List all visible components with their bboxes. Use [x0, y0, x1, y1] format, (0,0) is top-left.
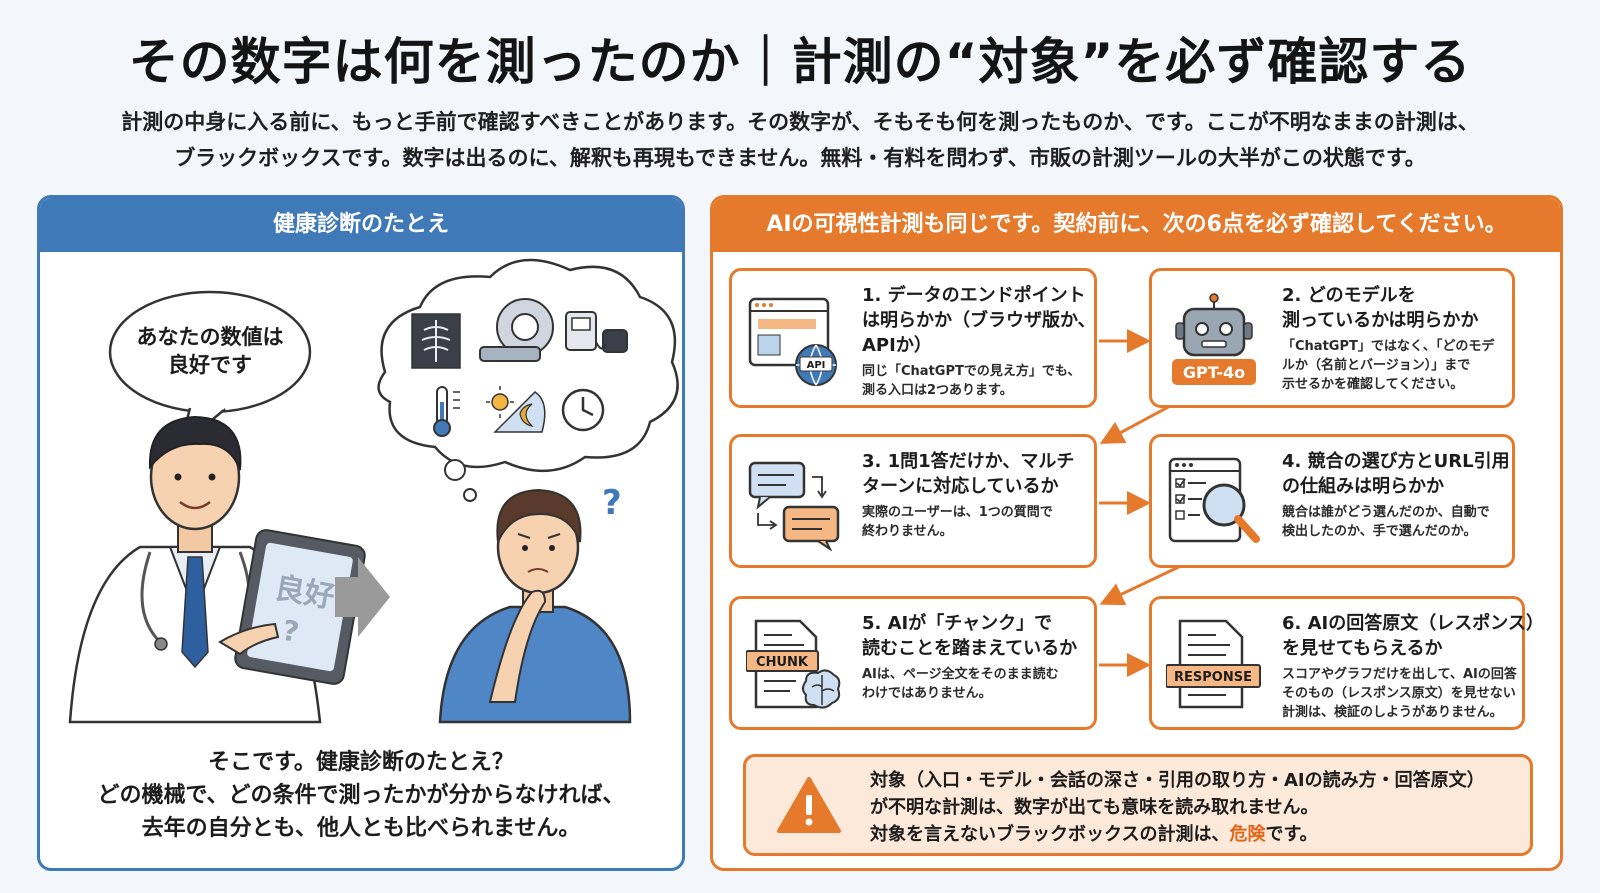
card-2-desc-line-3: 示せるかを確認してください。	[1282, 377, 1464, 392]
response-label: RESPONSE	[1174, 670, 1252, 685]
ai-visibility-checklist-panel: AIの可視性計測も同じです。契約前に、次の6点を必ず確認してください。 API	[710, 195, 1563, 871]
chunk-brain-icon: CHUNK	[746, 619, 841, 709]
xray-icon	[411, 313, 461, 369]
card-2-title-line-1: 2. どのモデルを	[1282, 285, 1416, 306]
card-5-title-line-1: 5. AIが「チャンク」で	[862, 613, 1053, 634]
checklist-magnifier-icon	[1168, 457, 1260, 543]
card-2-desc-line-2: ルか（名前とバージョン）」まで	[1282, 358, 1471, 373]
card-2-title: 2. どのモデルを 測っているかは明らかか	[1282, 283, 1502, 333]
card-4-title-line-1: 4. 競合の選び方とURL引用	[1282, 451, 1510, 472]
gpt-4o-label: GPT-4o	[1183, 363, 1245, 382]
warning-icon	[777, 777, 841, 833]
warning-line-3: 対象を言えないブラックボックスの計測は、危険です。	[870, 821, 1485, 848]
card-5-desc-line-2: わけではありません。	[862, 686, 992, 701]
card-3-title-line-2: ターンに対応しているか	[862, 476, 1059, 497]
card-2-title-line-2: 測っているかは明らかか	[1282, 310, 1479, 331]
checklist-card-1: API 1. データのエンドポイント は明らかか（ブラウザ版か、 APIか） 同…	[729, 268, 1097, 408]
card-4-desc: 競合は誰がどう選んだのか、自動で 検出したのか、手で選んだのか。	[1282, 503, 1502, 541]
card-3-desc-line-1: 実際のユーザーは、1つの質問で	[862, 505, 1053, 520]
health-checkup-panel: 健康診断のたとえ あなたの数値は 良好です	[37, 195, 685, 871]
card-6-title: 6. AIの回答原文（レスポンス） を見せてもらえるか	[1282, 611, 1544, 661]
card-3-desc: 実際のユーザーは、1つの質問で 終わりません。	[862, 503, 1084, 541]
card-6-title-line-2: を見せてもらえるか	[1282, 638, 1443, 659]
intro-text: 計測の中身に入る前に、もっと手前で確認すべきことがあります。その数字が、そもそも…	[0, 104, 1600, 176]
card-1-desc-line-2: 測る入口は2つあります。	[862, 383, 1013, 398]
card-6-desc-line-3: 計測は、検証のしようがありません。	[1282, 705, 1503, 720]
ct-scanner-icon	[479, 298, 554, 362]
card-6-desc-line-2: そのもの（レスポンス原文）を見せない	[1282, 686, 1516, 701]
blood-pressure-icon	[565, 311, 628, 353]
checklist-card-5: CHUNK 5. AIが「チャンク」で 読むことを踏まえているか AIは、ページ…	[729, 596, 1097, 730]
card-4-title-line-2: の仕組みは明らかか	[1282, 476, 1444, 497]
page-title: その数字は何を測ったのか｜計測の“対象”を必ず確認する	[128, 33, 1472, 91]
card-4-desc-line-1: 競合は誰がどう選んだのか、自動で	[1282, 505, 1490, 520]
intro-line-1: 計測の中身に入る前に、もっと手前で確認すべきことがあります。その数字が、そもそも…	[121, 110, 1479, 134]
caption-line-3: 去年の自分とも、他人とも比べられません。	[141, 816, 581, 841]
checklist-heading: AIの可視性計測も同じです。契約前に、次の6点を必ず確認してください。	[713, 198, 1560, 252]
checklist-card-6: RESPONSE 6. AIの回答原文（レスポンス） を見せてもらえるか スコア…	[1149, 596, 1544, 730]
health-checkup-caption: そこです。健康診断のたとえ？ どの機械で、どの条件で測ったかが分からなければ、 …	[40, 746, 682, 845]
checklist-card-4: 4. 競合の選び方とURL引用 の仕組みは明らかか 競合は誰がどう選んだのか、自…	[1149, 434, 1515, 568]
card-1-desc-line-1: 同じ「ChatGPTでの見え方」でも、	[862, 364, 1081, 379]
checklist-card-2: GPT-4o 2. どのモデルを 測っているかは明らかか 「ChatGPT」では…	[1149, 268, 1515, 408]
warning-line-3-after: です。	[1265, 824, 1318, 845]
card-4-desc-line-2: 検出したのか、手で選んだのか。	[1282, 524, 1477, 539]
card-5-desc: AIは、ページ全文をそのまま読む わけではありません。	[862, 665, 1084, 703]
caption-line-2: どの機械で、どの条件で測ったかが分からなければ、	[97, 783, 625, 808]
arrow-4-to-5	[1099, 562, 1186, 606]
speech-line-1: あなたの数値は	[137, 325, 284, 349]
chat-bubbles-icon	[748, 461, 840, 551]
card-5-title-line-2: 読むことを踏まえているか	[862, 638, 1078, 659]
warning-line-3-before: 対象を言えないブラックボックスの計測は、	[870, 824, 1230, 845]
card-2-desc-line-1: 「ChatGPT」ではなく、「どのモデ	[1282, 339, 1495, 354]
health-checkup-illustration: あなたの数値は 良好です 良好 ?	[68, 258, 679, 724]
warning-text: 対象（入口・モデル・会話の深さ・引用の取り方・AIの読み方・回答原文） が不明な…	[870, 767, 1485, 848]
card-3-title-line-1: 3. 1問1答だけか、マルチ	[862, 451, 1075, 472]
card-6-desc-line-1: スコアやグラフだけを出して、AIの回答	[1282, 667, 1517, 682]
patient-question-mark: ?	[602, 483, 622, 523]
response-document-icon: RESPONSE	[1166, 619, 1261, 709]
warning-line-2: が不明な計測は、数字が出ても意味を読み取れません。	[870, 797, 1319, 818]
card-2-desc: 「ChatGPT」ではなく、「どのモデ ルか（名前とバージョン）」まで 示せるか…	[1282, 337, 1502, 394]
card-1-title: 1. データのエンドポイント は明らかか（ブラウザ版か、 APIか）	[862, 283, 1096, 358]
card-1-title-line-3: APIか）	[862, 335, 932, 356]
card-1-title-line-2: は明らかか（ブラウザ版か、	[862, 310, 1096, 331]
clock-icon	[561, 388, 605, 432]
day-night-icon	[486, 386, 546, 433]
intro-line-2: ブラックボックスです。数字は出るのに、解釈も再現もできません。無料・有料を問わず…	[174, 146, 1426, 170]
card-5-desc-line-1: AIは、ページ全文をそのまま読む	[862, 667, 1059, 682]
health-checkup-heading: 健康診断のたとえ	[40, 198, 682, 252]
card-1-title-line-1: 1. データのエンドポイント	[862, 285, 1086, 306]
warning-line-1: 対象（入口・モデル・会話の深さ・引用の取り方・AIの読み方・回答原文）	[870, 770, 1485, 791]
warning-box: 対象（入口・モデル・会話の深さ・引用の取り方・AIの読み方・回答原文） が不明な…	[743, 754, 1533, 856]
patient-figure	[438, 488, 632, 724]
tablet-question-mark: ?	[280, 614, 302, 649]
robot-icon: GPT-4o	[1172, 293, 1256, 385]
speech-line-2: 良好です	[168, 353, 252, 377]
thought-cloud	[377, 258, 679, 502]
caption-line-1: そこです。健康診断のたとえ？	[208, 750, 514, 775]
danger-highlight: 危険	[1229, 824, 1266, 845]
card-5-title: 5. AIが「チャンク」で 読むことを踏まえているか	[862, 611, 1084, 661]
browser-api-icon: API	[748, 297, 837, 386]
arrow-right-icon	[335, 557, 390, 637]
card-3-title: 3. 1問1答だけか、マルチ ターンに対応しているか	[862, 449, 1084, 499]
card-6-desc: スコアやグラフだけを出して、AIの回答 そのもの（レスポンス原文）を見せない 計…	[1282, 665, 1517, 722]
checklist-card-3: 3. 1問1答だけか、マルチ ターンに対応しているか 実際のユーザーは、1つの質…	[729, 434, 1097, 568]
card-3-desc-line-2: 終わりません。	[862, 524, 953, 539]
chunk-label: CHUNK	[756, 655, 809, 670]
tablet: 良好 ?	[218, 529, 366, 685]
api-label: API	[807, 360, 826, 371]
card-4-title: 4. 競合の選び方とURL引用 の仕組みは明らかか	[1282, 449, 1510, 499]
card-6-title-line-1: 6. AIの回答原文（レスポンス）	[1282, 613, 1544, 634]
card-1-desc: 同じ「ChatGPTでの見え方」でも、 測る入口は2つあります。	[862, 362, 1084, 400]
thermometer-icon	[433, 386, 460, 437]
